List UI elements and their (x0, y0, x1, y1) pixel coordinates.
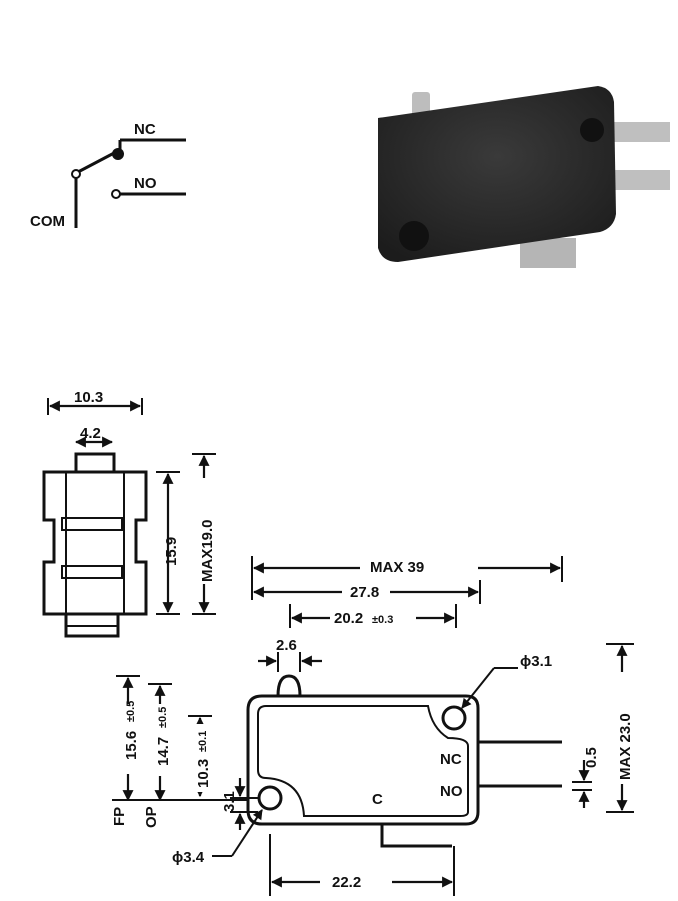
side-bottom-dim: 22.2 (332, 874, 361, 891)
no-contact (111, 189, 121, 199)
photo-terminal-c (520, 238, 576, 268)
switch-lever (77, 150, 117, 174)
op-tol: ±0.5 (157, 707, 169, 728)
photo-terminal-nc (612, 122, 670, 142)
side-plunger-dim: 2.6 (276, 637, 297, 654)
terminal-no-label: NO (440, 783, 463, 800)
front-terminal-1 (61, 517, 123, 531)
nc-label: NC (134, 121, 156, 138)
terminal-nc-label: NC (440, 751, 462, 768)
front-width-dim: 10.3 (74, 389, 103, 406)
hole-offset-dim: 3.1 (221, 791, 238, 812)
side-hole-small (441, 705, 467, 731)
op-dim: 14.7 (155, 737, 172, 766)
fp-tol: ±0.5 (125, 701, 137, 722)
front-view: 10.3 4.2 15.9 MAX19.0 (42, 389, 216, 638)
switch-photo (378, 86, 670, 268)
front-body (42, 470, 148, 616)
side-body-inner (257, 705, 469, 817)
front-max-height-dim: MAX19.0 (199, 519, 216, 582)
hole-height-dim: 10.3 (195, 759, 212, 788)
side-hole-small-dim: ϕ3.1 (520, 653, 552, 670)
side-hole-large-dim: ϕ3.4 (172, 849, 205, 866)
front-plunger (74, 452, 116, 474)
terminal-c-label: C (372, 791, 383, 808)
terminal-gap-dim: 0.5 (583, 747, 600, 768)
front-plunger-dim: 4.2 (80, 425, 101, 442)
front-terminal-2 (61, 565, 123, 579)
side-hole-large (257, 785, 283, 811)
front-inner-height-dim: 15.9 (163, 537, 180, 566)
photo-terminal-no (612, 170, 670, 190)
com-label: COM (30, 213, 65, 230)
fp-label: FP (111, 807, 128, 826)
side-max-height-dim: MAX 23.0 (617, 713, 634, 780)
side-length-dim: 27.8 (350, 584, 379, 601)
side-terminal-c (380, 824, 452, 848)
side-hole-spacing-tol: ±0.3 (372, 614, 393, 626)
switch-schematic: NC NO COM (30, 121, 186, 230)
side-plunger (276, 674, 302, 697)
photo-hole-small (580, 118, 604, 142)
com-contact (71, 169, 81, 179)
hole-height-tol: ±0.1 (197, 731, 209, 752)
photo-hole-large (399, 221, 429, 251)
side-max-length-dim: MAX 39 (370, 559, 424, 576)
no-label: NO (134, 175, 157, 192)
side-hole-spacing-dim: 20.2 (334, 610, 363, 627)
op-label: OP (143, 806, 160, 828)
side-view: MAX 39 27.8 20.2 ±0.3 2.6 NC NO (111, 556, 634, 896)
side-body-outer (246, 694, 480, 826)
photo-body (378, 86, 616, 262)
fp-dim: 15.6 (123, 731, 140, 760)
